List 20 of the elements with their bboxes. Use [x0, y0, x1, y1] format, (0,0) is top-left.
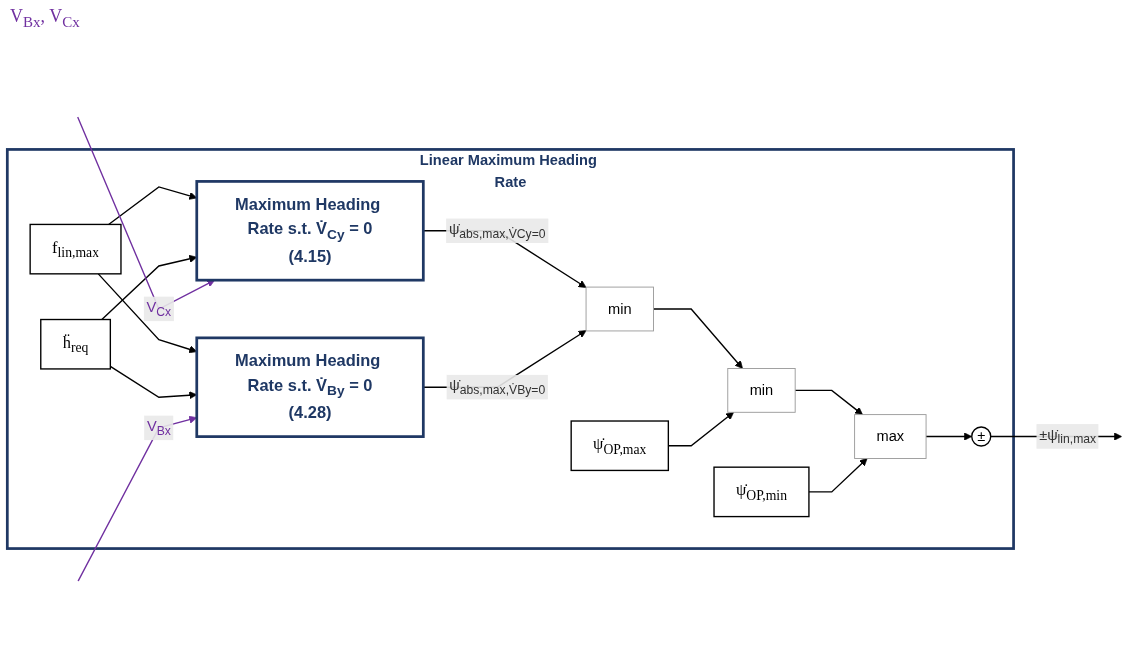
- edge-label: ±ψ̇$_{lin,max}$: [1039, 426, 1097, 447]
- node-box: min: [727, 368, 796, 413]
- node-box: Maximum Heading Rate s.t. V̇$_{By}$ = 0 (4.28): [195, 336, 425, 438]
- node-box: ḧ$_{req}$: [40, 318, 112, 370]
- arrow: [652, 308, 743, 369]
- signal-label: V$_{Bx}$, V$_{Cx}$: [10, 6, 80, 26]
- edge-label: V$_{Cx}$: [146, 299, 172, 319]
- arrow: [925, 432, 973, 441]
- node-box: max: [854, 414, 927, 459]
- node-circle: ±: [971, 426, 992, 447]
- edge-label: ψ̇$_{abs,max,V̇By=0}$: [449, 377, 546, 397]
- node-box: ψ̇$_{OP,max}$: [570, 420, 670, 472]
- node-box: Maximum Heading Rate s.t. V̇$_{Cy}$ = 0 (4.15): [195, 180, 425, 282]
- arrow: [808, 458, 868, 493]
- edge-label: V$_{Bx}$: [146, 418, 171, 438]
- node-box: ψ̇$_{OP,min}$: [713, 466, 810, 518]
- node-box: f$_{lin,max}$: [29, 223, 122, 275]
- edge-label: ψ̇$_{abs,max,V̇Cy=0}$: [448, 221, 546, 241]
- node-box: min: [585, 286, 654, 332]
- arrow: [794, 389, 863, 415]
